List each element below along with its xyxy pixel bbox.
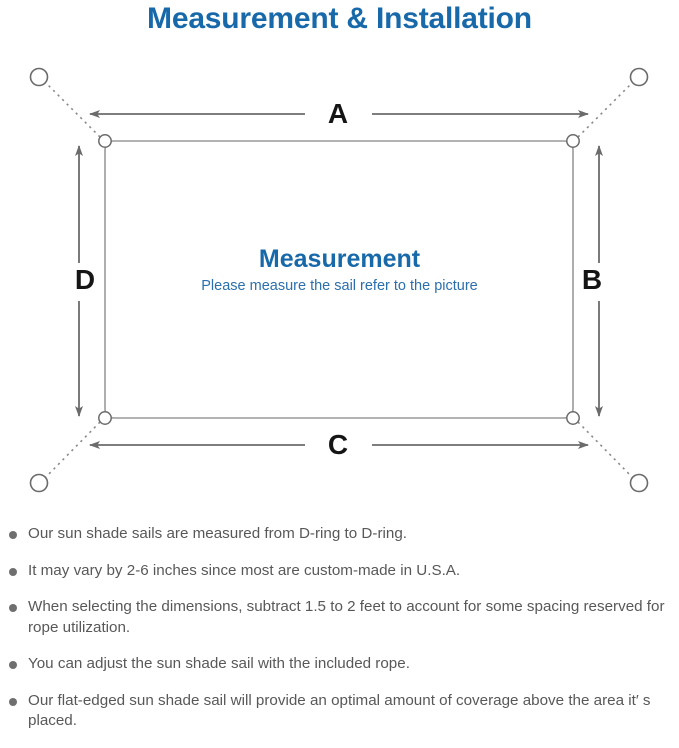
page-title: Measurement & Installation bbox=[147, 2, 532, 35]
dimension-label-a: A bbox=[327, 98, 349, 129]
anchor-ring-top-left bbox=[29, 67, 49, 87]
note-text: You can adjust the sun shade sail with t… bbox=[28, 655, 410, 673]
list-item: You can adjust the sun shade sail with t… bbox=[0, 654, 679, 675]
anchor-ring-bottom-right bbox=[629, 473, 649, 493]
rope-bottom-right bbox=[577, 421, 635, 480]
list-item: Our sun shade sails are measured from D-… bbox=[0, 524, 679, 545]
note-text: Our sun shade sails are measured from D-… bbox=[28, 525, 407, 542]
shade-sail-body bbox=[104, 140, 574, 419]
list-item: When selecting the dimensions, subtract … bbox=[0, 597, 679, 638]
bullet-icon bbox=[9, 567, 17, 576]
list-item: It may vary by 2-6 inches since most are… bbox=[0, 561, 679, 582]
dimension-label-b: B bbox=[581, 264, 603, 295]
list-item: Our flat-edged sun shade sail will provi… bbox=[0, 691, 679, 732]
rope-top-left bbox=[43, 80, 101, 138]
diagram-center-title: Measurement bbox=[258, 245, 421, 273]
d-ring-top-left bbox=[98, 134, 112, 148]
bullet-icon bbox=[9, 531, 17, 539]
dimension-label-c: C bbox=[327, 429, 349, 460]
dimension-label-d: D bbox=[74, 264, 96, 295]
notes-list: Our sun shade sails are measured from D-… bbox=[0, 524, 679, 748]
measurement-diagram: Measurement Please measure the sail refe… bbox=[0, 45, 679, 515]
bullet-icon bbox=[9, 697, 17, 706]
bullet-icon bbox=[9, 604, 17, 613]
rope-bottom-left bbox=[43, 421, 101, 480]
anchor-ring-top-right bbox=[629, 67, 649, 87]
note-text: Our flat-edged sun shade sail will provi… bbox=[28, 691, 651, 730]
d-ring-bottom-left bbox=[98, 411, 112, 425]
d-ring-bottom-right bbox=[566, 411, 580, 425]
diagram-center-subtitle: Please measure the sail refer to the pic… bbox=[201, 278, 478, 294]
anchor-ring-bottom-left bbox=[29, 473, 49, 493]
note-text: It may vary by 2-6 inches since most are… bbox=[28, 561, 461, 579]
note-text: When selecting the dimensions, subtract … bbox=[28, 598, 665, 636]
rope-top-right bbox=[577, 80, 635, 138]
bullet-icon bbox=[9, 661, 17, 670]
d-ring-top-right bbox=[566, 134, 580, 148]
diagram-svg bbox=[29, 67, 649, 493]
